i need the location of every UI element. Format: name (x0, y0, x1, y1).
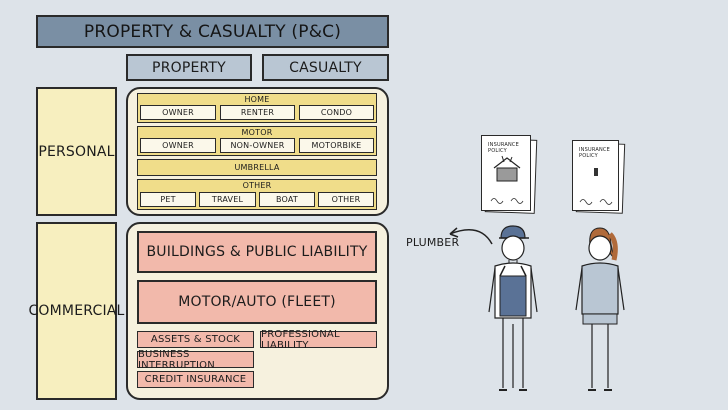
policy-title-left: INSURANCE POLICY (488, 142, 519, 154)
chip-home-renter: RENTER (220, 105, 295, 120)
row-label-personal: PERSONAL (36, 87, 117, 216)
plumber-label: PLUMBER (406, 236, 460, 249)
diagram-title: PROPERTY & CASUALTY (P&C) (36, 15, 389, 48)
block-business-interruption: BUSINESS INTERRUPTION (137, 349, 254, 371)
chip-other-other: OTHER (318, 192, 374, 207)
block-motor-auto-fleet: MOTOR/AUTO (FLEET) (137, 280, 377, 324)
row-label-commercial: COMMERCIAL (28, 222, 124, 400)
band-umbrella-title: UMBRELLA (234, 163, 280, 172)
block-assets-stock: ASSETS & STOCK (137, 331, 254, 348)
block-professional-liability: PROFESSIONAL LIABILITY (260, 329, 377, 351)
chip-other-travel: TRAVEL (199, 192, 256, 207)
block-credit-insurance: CREDIT INSURANCE (137, 371, 254, 388)
chip-motor-owner: OWNER (140, 138, 216, 153)
band-umbrella: UMBRELLA (137, 159, 377, 176)
band-motor-title: MOTOR (241, 128, 273, 137)
policy-title-right: INSURANCE POLICY (579, 147, 610, 159)
policy-document-right: INSURANCE POLICY (572, 140, 619, 211)
column-header-property: PROPERTY (126, 54, 252, 81)
woman-figure-icon (575, 227, 625, 391)
plumber-figure-icon (488, 225, 538, 391)
chip-other-pet: PET (140, 192, 196, 207)
chip-home-owner: OWNER (140, 105, 216, 120)
house-damage-icon (493, 155, 521, 182)
column-header-casualty: CASUALTY (262, 54, 389, 81)
chip-motor-non-owner: NON-OWNER (220, 138, 295, 153)
policy-document-left: INSURANCE POLICY (481, 135, 531, 211)
chip-home-condo: CONDO (299, 105, 374, 120)
curved-arrow-icon (449, 227, 493, 245)
band-home-title: HOME (244, 95, 270, 104)
chip-motor-motorbike: MOTORBIKE (299, 138, 374, 153)
band-other-title: OTHER (242, 181, 272, 190)
signatures-icon (579, 199, 613, 205)
block-buildings-public-liability: BUILDINGS & PUBLIC LIABILITY (137, 231, 377, 273)
signatures-icon (490, 198, 524, 204)
small-mark-icon (594, 168, 598, 176)
chip-other-boat: BOAT (259, 192, 315, 207)
